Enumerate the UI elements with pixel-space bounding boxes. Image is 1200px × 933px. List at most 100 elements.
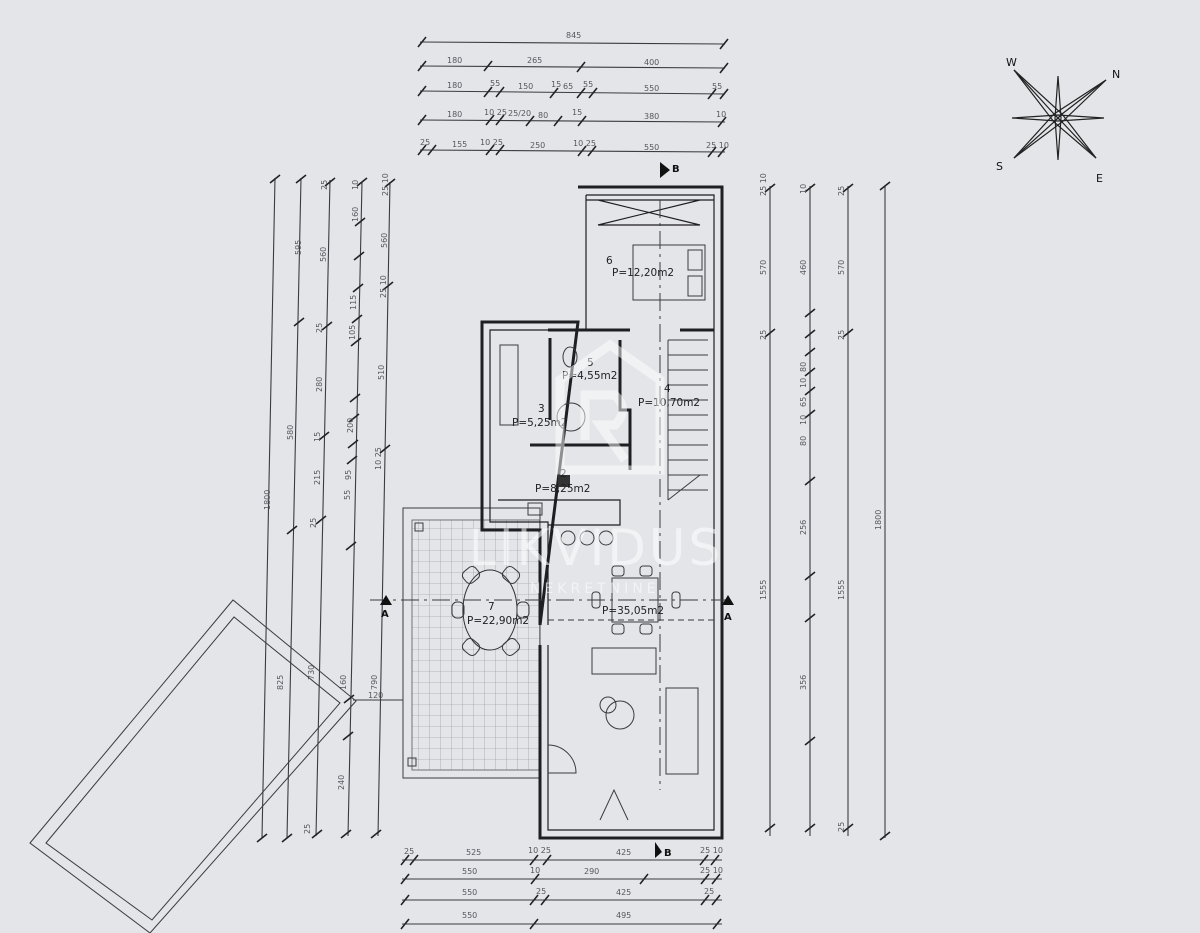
watermark-brand: LIKVIDUS: [468, 519, 723, 577]
room-number: 6: [606, 255, 613, 267]
dim-label: 550: [644, 143, 659, 152]
room-area: P=10,70m2: [638, 397, 700, 409]
compass-n: N: [1112, 68, 1120, 81]
dim-label: 580: [286, 425, 295, 440]
dim-label: 25 10: [379, 275, 388, 298]
dim-label: 570: [837, 260, 846, 275]
dim-label: 65: [563, 82, 573, 91]
dim-label: 150: [518, 82, 533, 91]
dim-label: 790: [370, 675, 379, 690]
dim-label: 25: [320, 180, 329, 190]
dim-label: 160: [351, 207, 360, 222]
dim-label: 25/20: [508, 109, 531, 118]
dim-label: 25: [303, 824, 312, 834]
top-dimensions: 845 180 265 400 180 55 150 15 65 55 550 …: [417, 31, 729, 158]
dim-label: 356: [799, 675, 808, 690]
dim-label: 25: [536, 887, 546, 896]
dim-label: 155: [452, 140, 467, 149]
room-number: 3: [538, 403, 545, 415]
bottom-dimensions: 25 525 10 25 425 25 10 550 10 290 25 10 …: [400, 846, 723, 930]
section-marker-a: A: [724, 612, 732, 623]
dim-label: 845: [566, 31, 581, 40]
dim-label: 80: [799, 362, 808, 372]
dim-label: 25 10: [700, 846, 723, 855]
room-area: P=35,05m2: [602, 605, 664, 617]
dim-label: 240: [337, 775, 346, 790]
compass-e: E: [1096, 172, 1103, 185]
dim-label: 10 25: [573, 139, 596, 148]
section-marker-b: B: [664, 848, 672, 859]
dim-label: 10 25: [480, 138, 503, 147]
dim-label: 80: [538, 111, 548, 120]
dim-label: 215: [313, 470, 322, 485]
left-dimensions: 1800 595 580 825 25 560 25 280 15 215 25…: [256, 173, 403, 843]
section-markers: A A B B: [380, 162, 734, 859]
dim-label: 550: [644, 84, 659, 93]
dim-label: 256: [799, 520, 808, 535]
dim-label: 25 10: [700, 866, 723, 875]
dim-label: 280: [315, 377, 324, 392]
dim-label: 550: [462, 867, 477, 876]
dim-label: 80: [799, 436, 808, 446]
dim-label: 25: [837, 330, 846, 340]
dim-label: 180: [447, 110, 462, 119]
dim-label: 10: [530, 866, 540, 875]
dim-label: 55: [712, 82, 722, 91]
dim-label: 25 10: [381, 173, 390, 196]
room-area: P=8,25m2: [535, 483, 590, 495]
dim-label: 180: [447, 56, 462, 65]
dim-label: 1555: [759, 580, 768, 600]
section-marker-b: B: [672, 164, 680, 175]
dim-label: 25 10: [759, 173, 768, 196]
dim-label: 25 10: [706, 141, 729, 150]
dim-label: 25: [837, 822, 846, 832]
dim-label: 495: [616, 911, 631, 920]
dim-label: 95: [344, 470, 353, 480]
dim-label: 180: [447, 81, 462, 90]
dim-label: 120: [368, 691, 383, 700]
dim-label: 560: [380, 233, 389, 248]
dim-label: 15: [313, 432, 322, 442]
dim-label: 25: [837, 186, 846, 196]
dim-label: 115: [349, 295, 358, 310]
dim-label: 595: [294, 240, 303, 255]
dim-label: 10: [716, 110, 726, 119]
dim-label: 25: [404, 847, 414, 856]
dim-label: 380: [644, 112, 659, 121]
dim-label: 250: [530, 141, 545, 150]
dim-label: 1800: [263, 490, 272, 510]
dim-label: 15: [572, 108, 582, 117]
dim-label: 200: [346, 418, 355, 433]
dim-label: 160: [339, 675, 348, 690]
dim-label: 825: [276, 675, 285, 690]
dim-label: 10: [799, 378, 808, 388]
dim-label: 10: [351, 180, 360, 190]
dim-label: 1555: [837, 580, 846, 600]
dim-label: 55: [583, 80, 593, 89]
dim-label: 570: [759, 260, 768, 275]
dim-label: 25: [759, 330, 768, 340]
dim-label: 65: [799, 397, 808, 407]
dim-label: 25: [420, 138, 430, 147]
dim-label: 730: [307, 665, 316, 680]
pool: [29, 599, 357, 933]
dim-label: 25: [309, 518, 318, 528]
dim-label: 55: [343, 490, 352, 500]
dim-label: 10: [799, 415, 808, 425]
room-number: 7: [488, 601, 495, 613]
dim-label: 290: [584, 867, 599, 876]
dim-label: 25: [704, 887, 714, 896]
dim-label: 10 25: [374, 447, 383, 470]
dim-label: 510: [377, 365, 386, 380]
compass-w: W: [1006, 56, 1017, 69]
right-dimensions: 25 10 570 25 1555 10 460 80 10 65 10 80 …: [759, 173, 891, 841]
compass-s: S: [996, 160, 1003, 173]
dim-label: 1800: [874, 510, 883, 530]
dim-label: 550: [462, 911, 477, 920]
compass-rose-icon: W N S E: [996, 56, 1120, 185]
dim-label: 460: [799, 260, 808, 275]
dim-label: 400: [644, 58, 659, 67]
dim-label: 425: [616, 888, 631, 897]
watermark-sub: NEKRETNINE: [530, 581, 660, 597]
dim-label: 25: [315, 323, 324, 333]
